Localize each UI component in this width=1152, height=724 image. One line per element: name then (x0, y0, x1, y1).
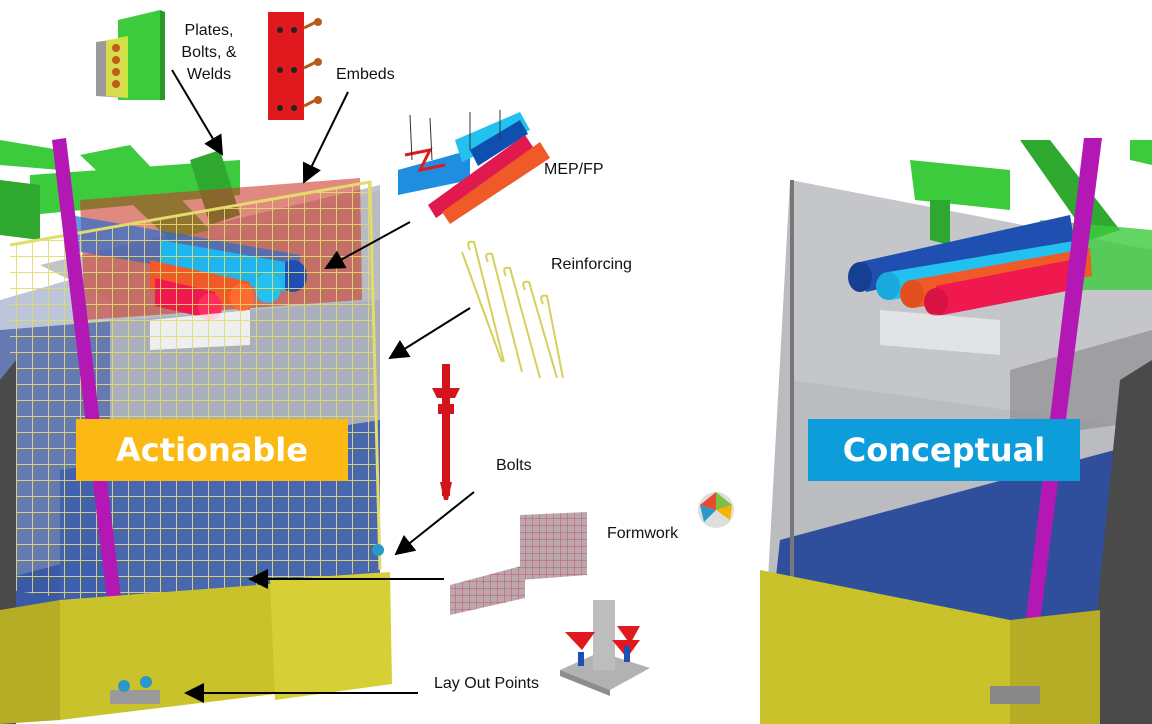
formwork-icon (450, 512, 587, 615)
label-plates-line3: Welds (186, 66, 232, 83)
label-reinforcing: Reinforcing (551, 256, 632, 273)
arrow-reinforcing (388, 307, 471, 360)
label-plates-bolts-welds: Plates, Bolts, & Welds (175, 20, 243, 86)
label-layout-points: Lay Out Points (434, 675, 539, 692)
callout-arrows (171, 69, 475, 703)
arrow-mep (324, 221, 411, 269)
label-plates-line2: Bolts, & (181, 44, 237, 61)
actionable-model (0, 138, 392, 724)
label-plates-line1: Plates, (184, 22, 234, 39)
conceptual-pipes (848, 215, 1092, 316)
mep-pipes-icon (398, 110, 550, 224)
label-mep-fp: MEP/FP (544, 161, 604, 178)
arrow-embeds (302, 91, 349, 184)
embed-plate-icon (268, 12, 322, 120)
app-logo-icon (698, 492, 734, 528)
label-formwork: Formwork (607, 525, 679, 542)
layout-point-icon (560, 600, 650, 696)
arrow-plates (171, 69, 224, 156)
arrow-bolts (394, 491, 475, 556)
conceptual-banner: Conceptual (808, 419, 1080, 481)
label-embeds: Embeds (336, 66, 395, 83)
actionable-banner: Actionable (76, 419, 348, 481)
label-bolts: Bolts (496, 457, 532, 474)
anchor-bolt-icon (432, 364, 460, 500)
rebar-icon (461, 240, 564, 379)
steel-plate-icon (96, 10, 165, 100)
